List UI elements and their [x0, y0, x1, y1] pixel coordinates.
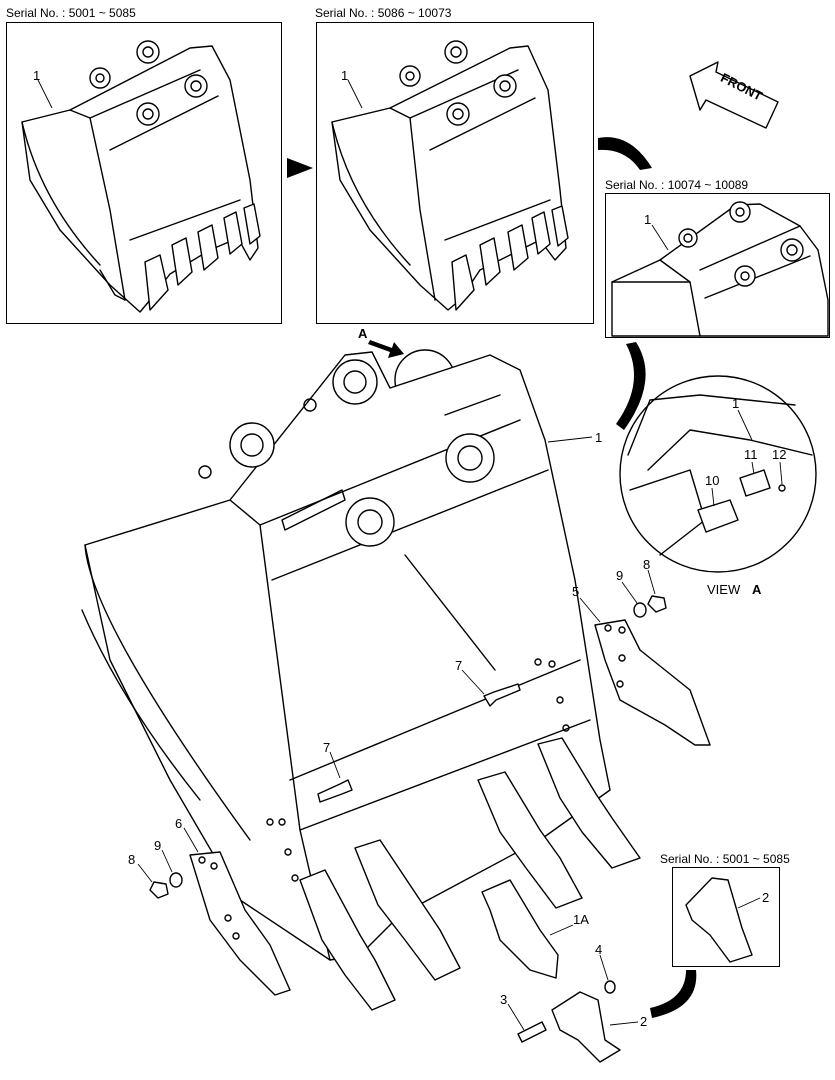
- inset2-callout: 1: [341, 68, 348, 83]
- tooth-leader: [609, 1021, 639, 1026]
- serial-label-top-middle: Serial No. : 5086 ~ 10073: [315, 6, 452, 20]
- inset2-bucket-drawing: [331, 40, 569, 311]
- pin-callout: 3: [500, 992, 507, 1007]
- nut-left: [149, 881, 169, 899]
- curved-arrow-view-icon: [616, 342, 646, 430]
- inset1-callout: 1: [33, 68, 40, 83]
- view1-leader: [737, 409, 753, 441]
- front-arrow-icon: FRONT: [689, 61, 779, 129]
- lock-washer-callout: 4: [595, 942, 602, 957]
- tooth-inset-drawing: [685, 877, 753, 963]
- view-a-arrow-letter: A: [358, 326, 368, 341]
- view11-leader: [751, 461, 755, 475]
- view-part-10-plate: [697, 499, 739, 533]
- tooth-callout: 2: [640, 1014, 647, 1029]
- bolt-left: [317, 779, 353, 803]
- serial-label-right: Serial No. : 10074 ~ 10089: [605, 178, 749, 192]
- nut-left-leader: [137, 863, 153, 883]
- main-bucket-drawing: [81, 351, 611, 961]
- adapter-leader: [549, 924, 574, 936]
- bolt-right-callout: 7: [455, 658, 462, 673]
- nut-left-callout: 8: [128, 852, 135, 867]
- inset3-leader: [651, 224, 669, 251]
- washer-left-leader: [161, 849, 173, 873]
- view-callout-12: 12: [772, 447, 786, 462]
- cutter-right-leader: [579, 597, 601, 623]
- nut-right-leader: [647, 569, 656, 595]
- view12-leader: [779, 461, 783, 485]
- inset3-bucket-drawing: [611, 201, 829, 337]
- bolt-left-callout: 7: [323, 740, 330, 755]
- main-bucket-callout: 1: [595, 430, 602, 445]
- serial-label-top-left: Serial No. : 5001 ~ 5085: [6, 6, 136, 20]
- adapter: [481, 879, 559, 979]
- inset2-leader: [347, 79, 363, 109]
- view-callout-10: 10: [705, 473, 719, 488]
- triangle-arrow-icon: [287, 158, 313, 178]
- bolt-right: [483, 683, 521, 707]
- washer-right: [633, 602, 647, 618]
- nut-right-callout: 8: [643, 557, 650, 572]
- inset3-callout: 1: [644, 212, 651, 227]
- curved-arrow-tooth-icon: [650, 970, 697, 1018]
- washer-left: [169, 872, 183, 888]
- curved-arrow-icon: [598, 137, 652, 170]
- cutter-left-callout: 6: [175, 816, 182, 831]
- inset1-bucket-drawing: [21, 40, 261, 313]
- pin-leader: [507, 1003, 525, 1031]
- pin: [517, 1021, 547, 1043]
- view-a-detail: [619, 375, 817, 573]
- cutter-left-leader: [183, 827, 199, 853]
- washer-left-callout: 9: [154, 838, 161, 853]
- tooth-inset-callout: 2: [762, 890, 769, 905]
- side-cutter-left: [189, 851, 291, 996]
- main-bucket-leader: [547, 436, 593, 443]
- view-a-letter: A: [752, 582, 762, 597]
- adapter-callout: 1A: [573, 912, 589, 927]
- view-callout-1: 1: [732, 396, 739, 411]
- view-a-arrow-icon: [368, 340, 404, 358]
- serial-label-tooth-inset: Serial No. : 5001 ~ 5085: [660, 852, 790, 866]
- tooth: [551, 991, 621, 1063]
- lock-washer: [604, 980, 616, 994]
- view10-leader: [711, 487, 715, 507]
- bolt-right-leader: [461, 669, 485, 695]
- tooth-inset-leader: [737, 897, 761, 909]
- view-a-label: VIEW: [707, 582, 741, 597]
- view-callout-11: 11: [744, 447, 758, 462]
- view-part-11-plate: [739, 469, 771, 497]
- inset1-leader: [37, 79, 53, 109]
- washer-right-leader: [621, 581, 638, 604]
- washer-right-callout: 9: [616, 568, 623, 583]
- nut-right: [647, 595, 667, 613]
- bolt-left-leader: [329, 751, 341, 779]
- side-cutter-right: [594, 619, 711, 746]
- lock-washer-leader: [599, 954, 609, 981]
- cutter-right-callout: 5: [572, 584, 579, 599]
- bucket-teeth: [299, 737, 641, 1011]
